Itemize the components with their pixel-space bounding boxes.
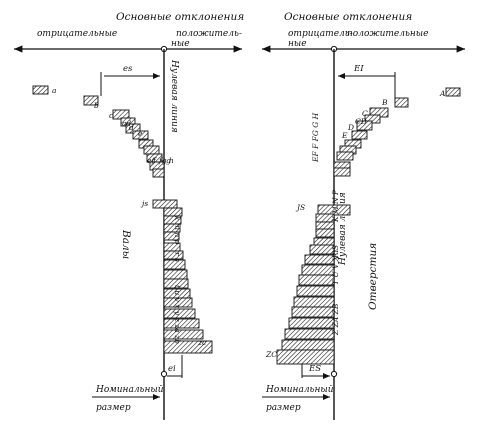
right-deviation-bar-S [304, 254, 335, 265]
right-deviation-label-12: ZC [265, 350, 277, 359]
left-deviation-label-12: k m n p [173, 216, 182, 245]
left-deviation-label-0: a [52, 86, 56, 95]
right-deviation-bar-D [356, 120, 373, 131]
right-deviation-bar-A [445, 87, 461, 97]
left-deviation-bar-v [163, 278, 189, 289]
right-deviation-label-4: D [347, 123, 354, 132]
left-lower-node [160, 370, 168, 378]
right-deviation-bar-X [293, 296, 335, 308]
right-negative-label-1: отрицатель- [288, 29, 353, 39]
left-deviation-bar-k [163, 207, 183, 217]
left-deviation-bar-t [163, 259, 186, 270]
right-ei-arrowhead [338, 73, 345, 79]
right-ei-label: EI [353, 64, 364, 74]
right-deviation-bar-T [301, 264, 335, 276]
left-deviation-label-2: c [109, 111, 114, 120]
left-nominal-1: Номинальный [95, 385, 164, 395]
left-deviation-bar-h [152, 168, 165, 178]
left-header: Основные отклонения [116, 11, 244, 23]
right-deviation-label-5: E [341, 131, 348, 140]
right-deviation-bar-ZA [284, 328, 335, 340]
left-deviation-label-15: z za zb [173, 317, 182, 344]
right-deviation-bar-B [394, 97, 409, 108]
right-deviation-bar-R [309, 244, 335, 255]
left-deviation-bar-za [163, 318, 200, 329]
left-deviation-bar-y [163, 297, 193, 308]
left-deviation-bar-b [83, 95, 99, 106]
left-deviation-bar-a [32, 85, 49, 95]
left-deviation-label-10: h [169, 156, 174, 165]
right-deviation-bar-E [351, 130, 368, 140]
left-deviation-bar-zc [163, 340, 213, 354]
left-deviation-label-14: t u v x y [173, 285, 182, 316]
right-deviation-bar-Z [288, 317, 335, 329]
right-deviation-label-6: EF F FG G H [311, 112, 320, 163]
left-deviation-bar-p [163, 231, 180, 241]
right-deviation-label-1: B [381, 98, 388, 107]
left-deviation-label-8: fg [158, 156, 167, 165]
right-lower-node [330, 370, 338, 378]
left-deviation-bar-z [163, 308, 196, 319]
left-deviation-label-13: r s [173, 252, 182, 262]
right-nominal-1: Номинальный [265, 385, 334, 395]
right-group-label: Отверстия [367, 243, 379, 310]
right-deviation-bar-ZB [281, 339, 335, 351]
right-positive-label: положительные [347, 29, 428, 39]
right-es-label: ES [308, 364, 321, 374]
left-deviation-bar-s [163, 250, 184, 260]
left-deviation-bar-u [163, 269, 188, 280]
right-deviation-label-11: Z ZA ZB [331, 303, 340, 336]
right-deviation-bar-N [315, 228, 335, 238]
left-deviation-label-5: e [138, 129, 143, 138]
right-deviation-bar-U [298, 274, 335, 286]
left-nominal-2: размер [96, 403, 131, 413]
left-deviation-label-11: js [140, 199, 148, 208]
left-deviation-label-1: b [94, 101, 99, 110]
right-deviation-bar-Y [291, 306, 335, 318]
right-deviation-label-0: A [439, 89, 446, 98]
right-header: Основные отклонения [284, 11, 412, 23]
left-deviation-label-16: zc [197, 338, 207, 347]
left-es-label: es [123, 64, 133, 74]
right-deviation-label-10: T U V X Y [331, 247, 340, 285]
right-deviation-bar-CD [364, 114, 381, 124]
right-deviation-label-2: C [362, 109, 368, 118]
left-group-label: Валы [120, 229, 132, 259]
right-nominal-2: размер [266, 403, 301, 413]
left-deviation-label-7: f [152, 156, 157, 165]
left-deviation-bar-zb [163, 329, 204, 340]
left-deviation-bar-js [152, 199, 178, 209]
right-deviation-bar-ZC [276, 349, 335, 365]
left-deviation-bar-f [143, 145, 160, 155]
right-deviation-label-9: R S [331, 245, 340, 259]
right-deviation-bar-H [333, 167, 351, 177]
left-ei-label: ei [168, 364, 176, 374]
right-deviation-label-8: K M N P [331, 189, 340, 223]
right-panel: Основные отклонения отрицатель- ные поло… [262, 11, 465, 420]
left-negative-label: отрицательные [37, 29, 117, 39]
right-deviation-label-3: CD [355, 117, 367, 126]
right-negative-label-2: ные [288, 39, 307, 49]
right-zero-line-label: Нулевая линия [338, 192, 348, 266]
left-deviation-bar-e [132, 130, 149, 140]
left-panel: Основные отклонения отрицательные положи… [13, 11, 244, 420]
left-positive-label-1: положитель- [176, 29, 242, 39]
left-positive-label-2: ные [171, 39, 190, 49]
right-deviation-bar-FG [336, 151, 354, 161]
left-deviation-label-4: d [129, 123, 134, 132]
left-deviation-label-6: ef [147, 156, 155, 165]
left-deviation-label-9: g [166, 156, 171, 165]
left-deviation-label-3: cd [122, 119, 131, 128]
right-deviation-label-7: JS [295, 203, 305, 212]
left-zero-line-label: Нулевая линия [169, 59, 179, 133]
right-deviation-bar-V [296, 285, 335, 297]
